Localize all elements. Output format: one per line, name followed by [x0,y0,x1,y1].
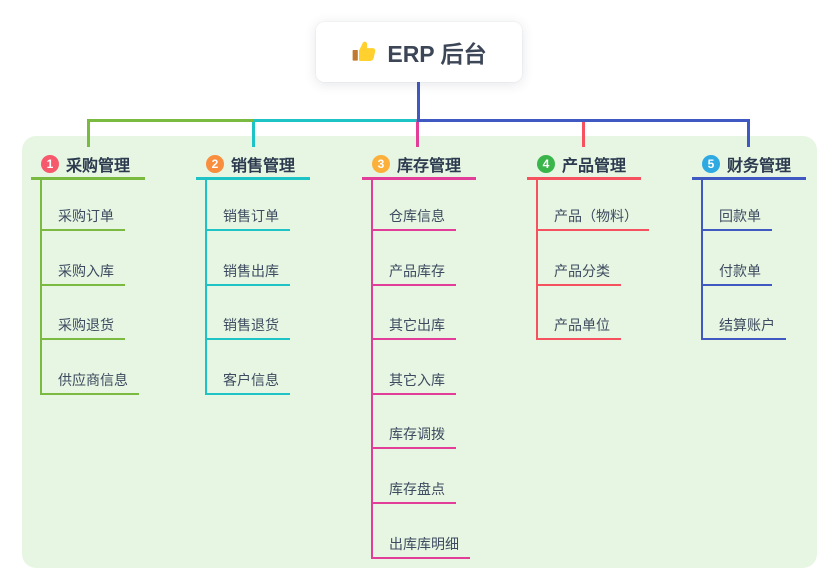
branch-label: 销售管理 [231,157,296,175]
branch-topic-4[interactable]: 4 产品管理 [527,150,641,180]
branch-bracket-line [40,179,42,395]
child-node[interactable]: 库存盘点 [371,477,456,504]
branch-number-badge: 1 [41,154,59,173]
mindmap-panel [22,136,817,568]
child-label: 付款单 [701,259,772,286]
branch-number-badge: 4 [537,154,555,173]
child-node[interactable]: 采购入库 [40,259,125,286]
child-node[interactable]: 产品单位 [536,313,621,341]
child-node[interactable]: 其它出库 [371,313,456,341]
branch-label: 产品管理 [562,157,627,175]
child-label: 仓库信息 [371,204,456,231]
child-label: 其它出库 [371,313,456,341]
child-node[interactable]: 付款单 [701,259,772,286]
child-label: 产品分类 [536,259,621,286]
branch-bracket-line [701,179,703,341]
branch-label: 采购管理 [66,157,131,175]
branch-topic-3[interactable]: 3 库存管理 [362,150,476,180]
branch-topic-5[interactable]: 5 财务管理 [692,150,806,180]
branch-topic-1[interactable]: 1 采购管理 [31,150,145,180]
branch-topic-2[interactable]: 2 销售管理 [196,150,310,180]
branch-number-badge: 3 [372,154,390,173]
child-label: 库存调拨 [371,422,456,450]
child-node[interactable]: 库存调拨 [371,422,456,450]
child-node[interactable]: 采购订单 [40,204,125,231]
child-label: 客户信息 [205,368,290,395]
child-node[interactable]: 采购退货 [40,313,125,341]
branch-bracket-line [371,179,373,559]
branch-bracket-line [205,179,207,395]
child-label: 销售出库 [205,259,290,286]
child-node[interactable]: 产品分类 [536,259,621,286]
child-label: 采购订单 [40,204,125,231]
child-label: 采购入库 [40,259,125,286]
child-label: 出库库明细 [371,532,470,559]
branch-label: 财务管理 [727,157,792,175]
branch-bracket-line [536,179,538,341]
child-label: 其它入库 [371,368,456,395]
child-node[interactable]: 出库库明细 [371,532,470,559]
branch-label: 库存管理 [397,157,462,175]
child-node[interactable]: 销售退货 [205,313,290,341]
child-label: 销售订单 [205,204,290,231]
child-node[interactable]: 销售出库 [205,259,290,286]
child-node[interactable]: 供应商信息 [40,368,139,395]
child-node[interactable]: 产品库存 [371,259,456,286]
branch-number-badge: 5 [702,154,720,173]
child-label: 产品库存 [371,259,456,286]
root-title: ERP 后台 [387,41,487,67]
child-node[interactable]: 销售订单 [205,204,290,231]
child-node[interactable]: 产品（物料） [536,204,649,231]
child-label: 销售退货 [205,313,290,341]
child-node[interactable]: 客户信息 [205,368,290,395]
child-node[interactable]: 结算账户 [701,313,786,341]
mindmap-root-node[interactable]: ERP 后台 [316,22,522,82]
child-node[interactable]: 回款单 [701,204,772,231]
child-label: 结算账户 [701,313,786,341]
child-node[interactable]: 仓库信息 [371,204,456,231]
child-label: 采购退货 [40,313,125,341]
child-label: 库存盘点 [371,477,456,504]
thumbs-up-icon [352,41,376,61]
child-label: 产品（物料） [536,204,649,231]
child-node[interactable]: 其它入库 [371,368,456,395]
child-label: 回款单 [701,204,772,231]
branch-number-badge: 2 [206,154,224,173]
child-label: 产品单位 [536,313,621,341]
child-label: 供应商信息 [40,368,139,395]
